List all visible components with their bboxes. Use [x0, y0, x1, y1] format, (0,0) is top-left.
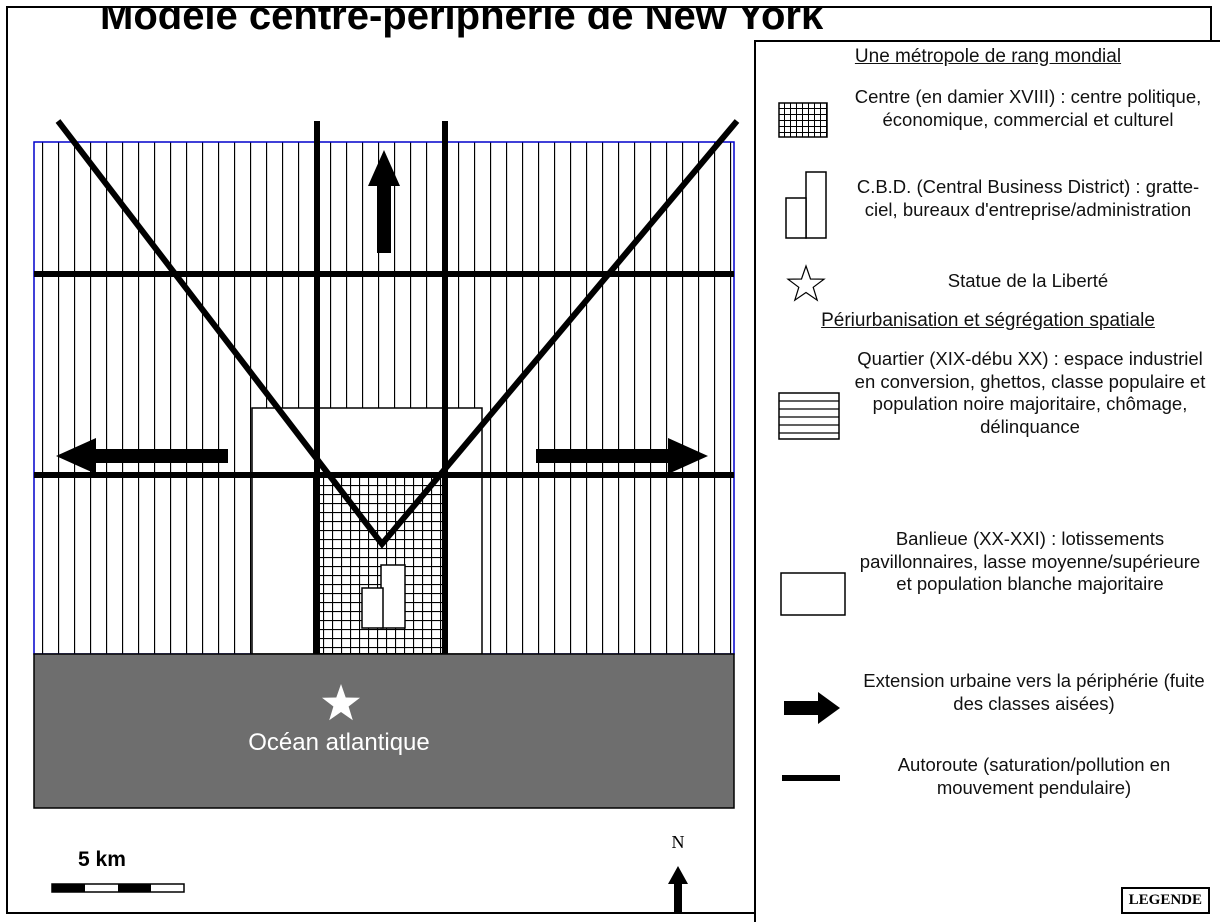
legend-liberty: Statue de la Liberté — [947, 270, 1109, 291]
banlieue-box-icon — [780, 572, 846, 616]
ocean-label: Océan atlantique — [248, 729, 429, 756]
cbd-icon — [785, 171, 827, 239]
legend-extension: Extension urbaine vers la périphérie (fu… — [863, 670, 1205, 714]
legend-banlieue: Banlieue (XX-XXI) : lotissements pavillo… — [859, 528, 1201, 594]
centre-grid-icon — [778, 102, 828, 138]
legend-autoroute: Autoroute (saturation/pollution en mouve… — [897, 754, 1171, 798]
map-frame: Modèle centre-périphérie de New York — [6, 6, 1220, 922]
ocean — [33, 653, 735, 809]
scale-label: 5 km — [78, 848, 126, 871]
legend-tag: LEGENDE — [1120, 887, 1210, 914]
highway-line-icon — [782, 775, 840, 781]
extension-arrows — [56, 150, 708, 474]
highway-v-shape — [55, 119, 740, 549]
north-label: N — [672, 832, 685, 852]
highways — [34, 119, 740, 654]
arrow-north — [368, 150, 400, 253]
cbd-buildings — [361, 564, 406, 629]
scale-bar — [51, 883, 185, 893]
legend-centre: Centre (en damier XVIII) : centre politi… — [854, 86, 1202, 130]
page-title: Modèle centre-périphérie de New York — [100, 0, 824, 38]
extension-arrow-icon — [784, 692, 840, 724]
star-outline-icon — [786, 264, 826, 302]
arrow-west — [56, 438, 228, 474]
legend-section-world-metropolis: Une métropole de rang mondial — [854, 46, 1122, 67]
legend: Une métropole de rang mondial Centre (en… — [754, 40, 1220, 922]
legend-cbd: C.B.D. (Central Business District) : gra… — [856, 176, 1200, 220]
arrow-east — [536, 438, 708, 474]
quartier-hatch-icon — [778, 392, 840, 440]
statue-of-liberty-icon — [322, 684, 360, 721]
legend-section-periurbanisation: Périurbanisation et ségrégation spatiale — [821, 310, 1155, 331]
city-model-map: Océan atlantique 5 km N — [33, 119, 740, 912]
legend-quartier: Quartier (XIX-débu XX) : espace industri… — [854, 348, 1206, 437]
north-arrow-icon — [668, 866, 688, 912]
